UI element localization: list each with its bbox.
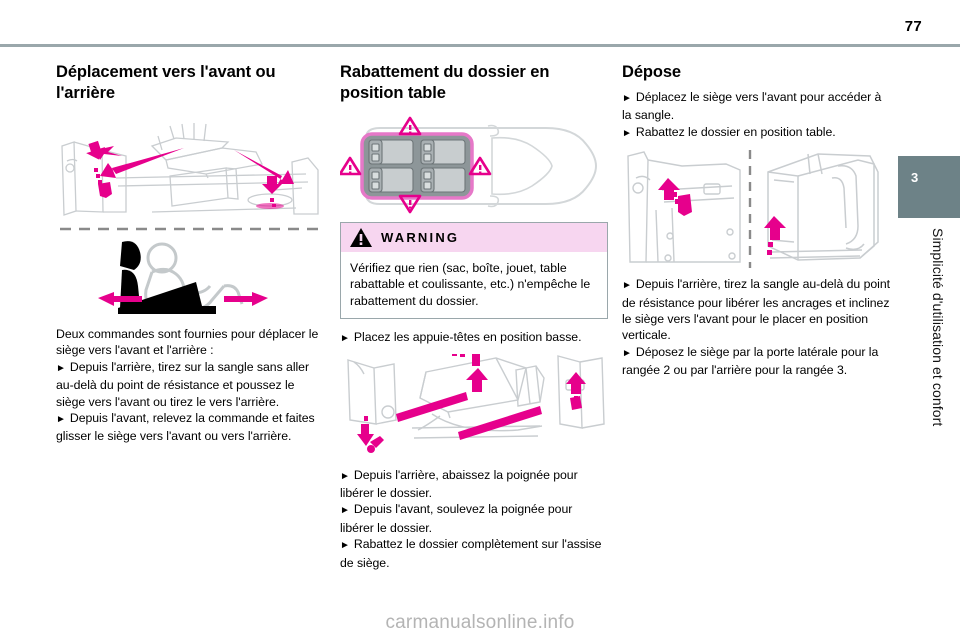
bullet-text: Rabattez le dossier complètement sur l'a… — [340, 537, 602, 570]
warning-box: WARNING Vérifiez que rien (sac, boîte, j… — [340, 222, 608, 320]
bullet-marker: ► — [622, 347, 632, 359]
bullet-marker: ► — [340, 333, 350, 345]
bullet-marker: ► — [622, 93, 632, 104]
chapter-tab: 3 — [898, 156, 960, 218]
section-title-rabattement: Rabattement du dossier en position table — [340, 63, 550, 102]
header-rule — [0, 44, 960, 47]
column-2: Rabattement du dossier en position table — [340, 62, 608, 571]
warning-triangle-icon — [350, 228, 372, 247]
column-3: Dépose ►Déplacez le siège vers l'avant p… — [622, 62, 890, 379]
bullet-item: ►Placez les appuie-têtes en position bas… — [340, 329, 608, 347]
warning-body-text: Vérifiez que rien (sac, boîte, jouet, ta… — [350, 261, 591, 308]
section-title-deplacement: Déplacement vers l'avant ou l'arrière — [56, 63, 276, 102]
bullet-text: Depuis l'arrière, tirez la sangle au-del… — [622, 277, 890, 343]
section-title-depose: Dépose — [622, 63, 682, 81]
seatback-fold-handle-illustration — [347, 353, 605, 453]
bullet-marker: ► — [622, 280, 632, 292]
bullet-item: ►Depuis l'arrière, tirez sur la sangle s… — [56, 359, 324, 410]
warning-label: WARNING — [381, 230, 460, 245]
bullet-item: ►Déplacez le siège vers l'avant pour acc… — [622, 89, 890, 124]
bullet-item: ►Déposez le siège par la porte latérale … — [622, 344, 890, 379]
seat-slide-side-view-illustration — [98, 241, 268, 314]
bullet-text: Rabattez le dossier en position table. — [635, 124, 836, 139]
bullet-text: Déplacez le siège vers l'avant pour accé… — [622, 90, 882, 123]
column-1: Déplacement vers l'avant ou l'arrière — [56, 62, 324, 445]
chapter-tab-number: 3 — [911, 170, 919, 185]
seat-rail-controls-illustration — [61, 123, 319, 216]
bullet-text: Depuis l'arrière, tirez sur la sangle sa… — [56, 359, 310, 409]
bullet-item: ►Rabattez le dossier complètement sur l'… — [340, 536, 608, 571]
warning-box-header: WARNING — [341, 223, 607, 252]
page-number: 77 — [904, 18, 922, 35]
bullet-item: ►Depuis l'arrière, tirez la sangle au-de… — [622, 276, 890, 344]
bullet-text: Depuis l'avant, soulevez la poignée pour… — [340, 502, 573, 535]
bullet-item: ►Depuis l'arrière, abaissez la poignée p… — [340, 467, 608, 502]
bullet-marker: ► — [340, 470, 350, 482]
bullet-item: ►Depuis l'avant, relevez la commande et … — [56, 410, 324, 445]
paragraph-intro: Deux commandes sont fournies pour déplac… — [56, 327, 319, 358]
seat-anchor-release-illustration — [627, 150, 879, 269]
bullet-text: Placez les appuie-têtes en position bass… — [353, 330, 582, 345]
figure-divider-dashed — [60, 227, 320, 231]
bullet-marker: ► — [56, 362, 66, 374]
chapter-title-vertical: Simplicité d'utilisation et confort — [930, 228, 946, 427]
bullet-marker: ► — [622, 127, 632, 139]
bullet-marker: ► — [340, 540, 350, 552]
footer-watermark: carmanualsonline.info — [385, 612, 575, 633]
bullet-text: Depuis l'arrière, abaissez la poignée po… — [340, 467, 578, 501]
bullet-marker: ► — [340, 505, 350, 517]
bullet-text: Depuis l'avant, relevez la commande et f… — [56, 411, 315, 444]
vehicle-top-view-seats-illustration — [340, 116, 598, 214]
bullet-item: ►Rabattez le dossier en position table. — [622, 124, 890, 142]
bullet-text: Déposez le siège par la porte latérale p… — [622, 344, 879, 378]
bullet-item: ►Depuis l'avant, soulevez la poignée pou… — [340, 501, 608, 536]
bullet-marker: ► — [56, 414, 66, 426]
